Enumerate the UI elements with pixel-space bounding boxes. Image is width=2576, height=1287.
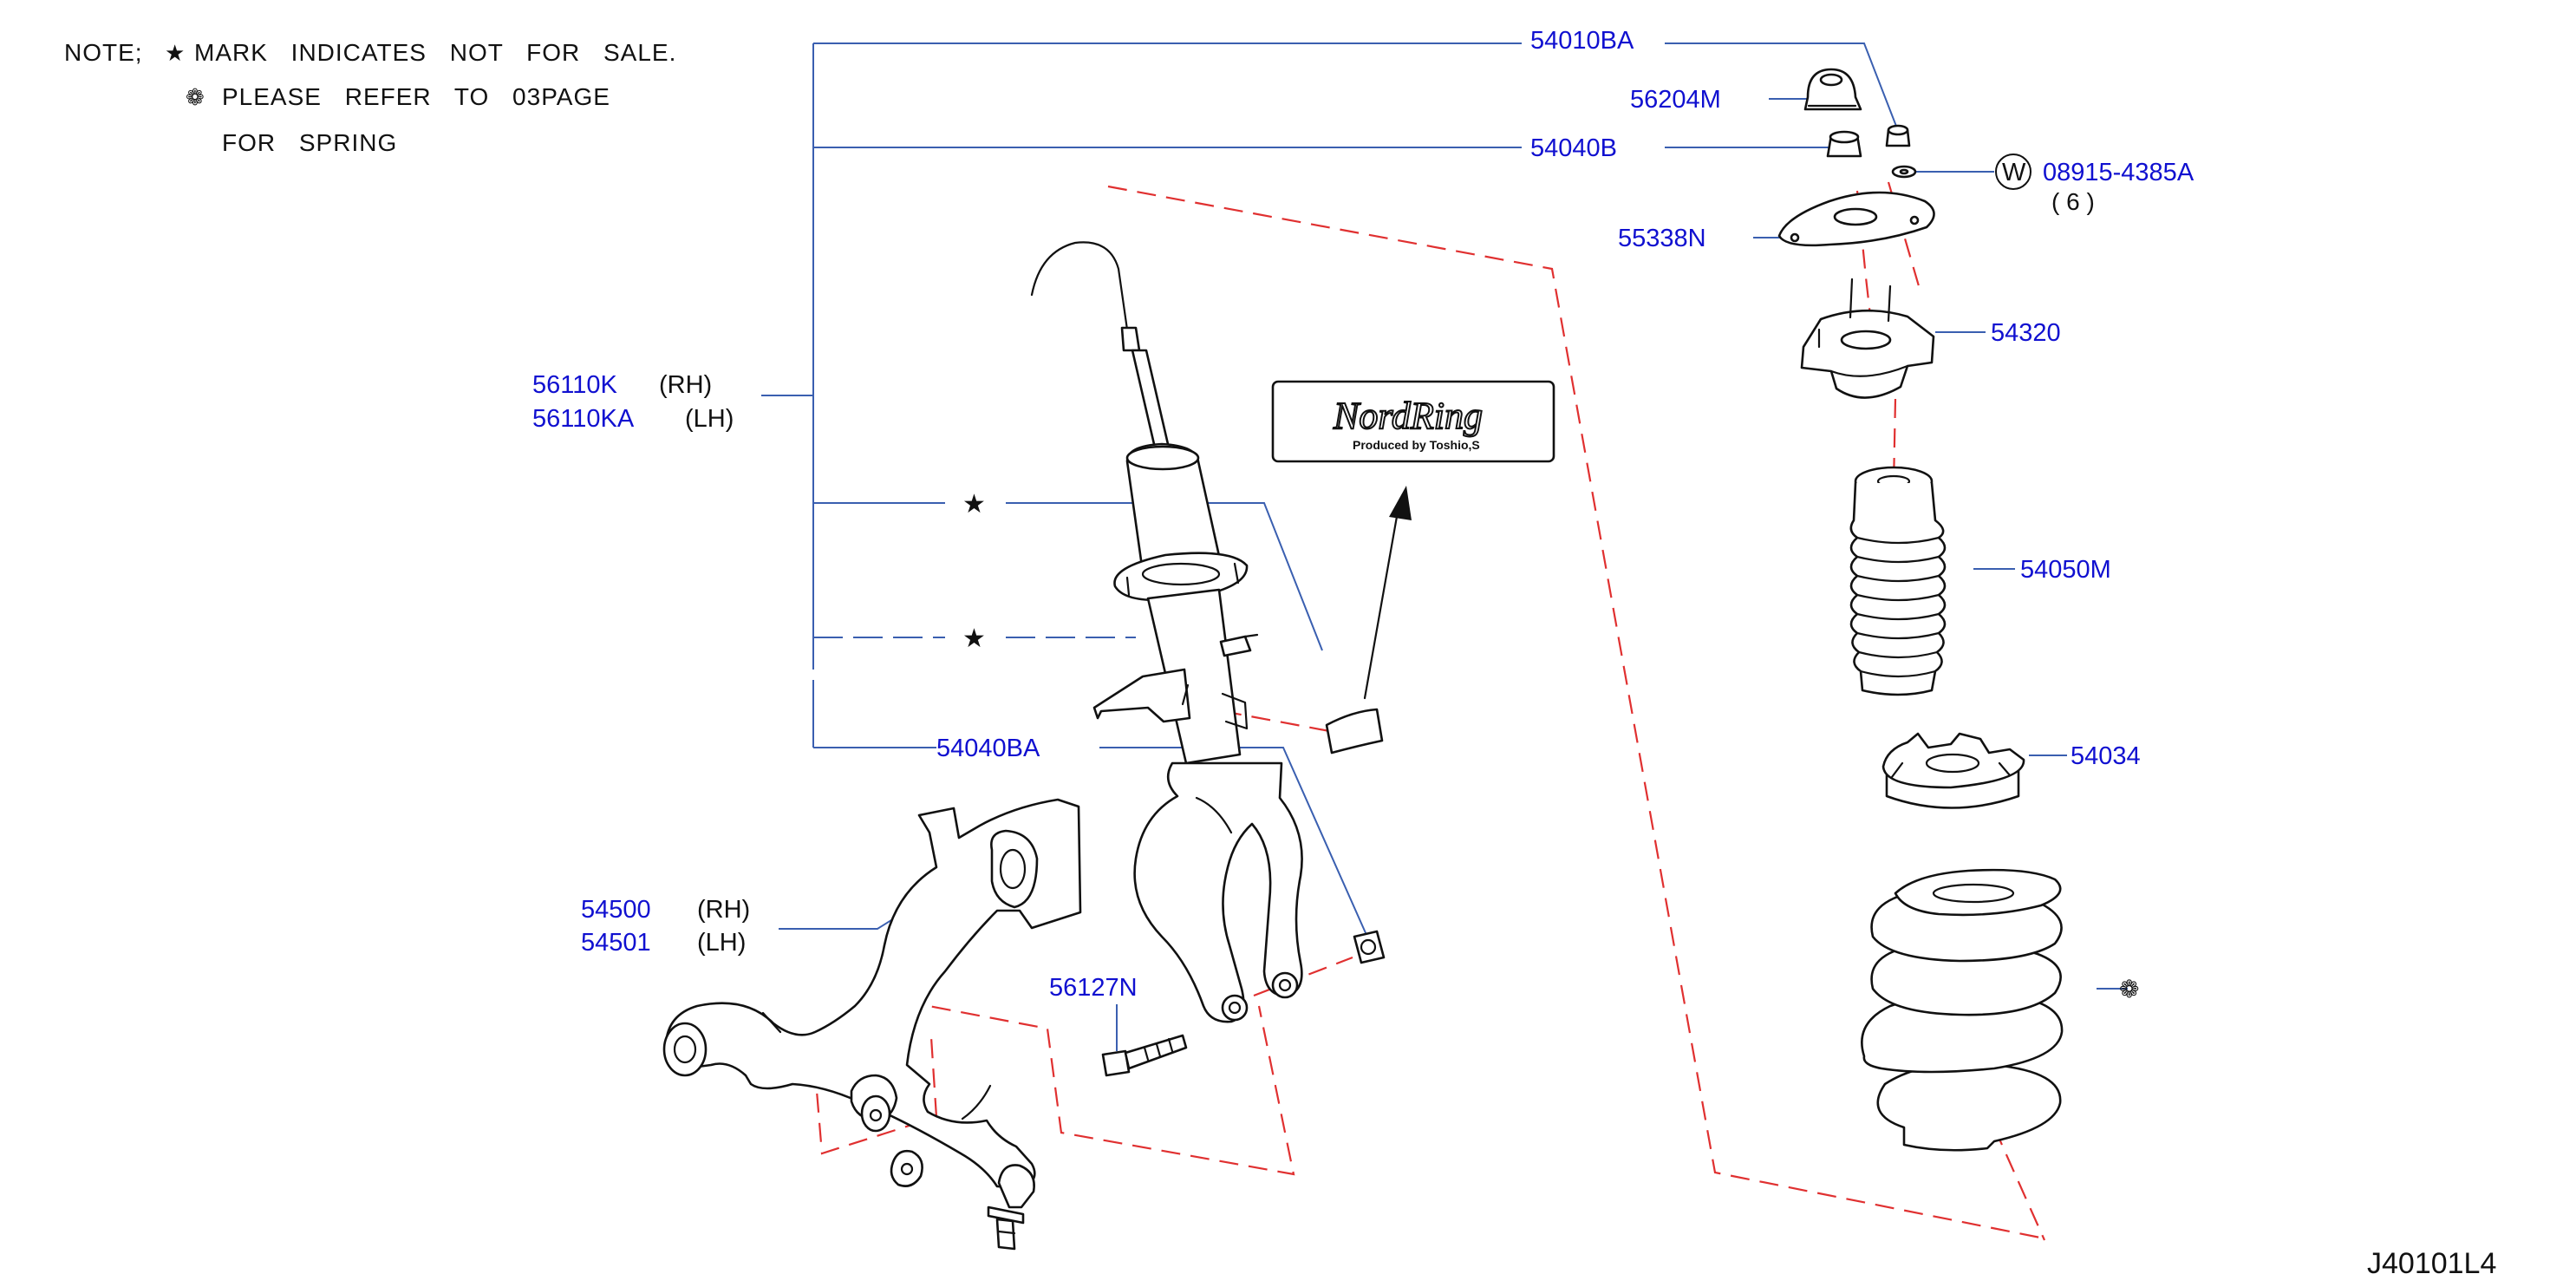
part-coil-spring [1861, 868, 2064, 1152]
leader-lines [761, 42, 2128, 1051]
part-56204M-cap [1803, 68, 1862, 111]
label-54320: 54320 [1991, 319, 2061, 347]
star-marker-lower: ★ [962, 624, 986, 654]
label-54010BA: 54010BA [1530, 27, 1634, 55]
part-54500-control-arm [662, 798, 1082, 1251]
part-labels: 54010BA 56204M 54040B W 08915-4385A ( 6 … [532, 27, 2194, 1003]
label-54040B: 54040B [1530, 134, 1617, 162]
note-line3: FOR SPRING [222, 129, 397, 156]
label-54034: 54034 [2071, 742, 2141, 770]
label-56127N: 56127N [1049, 974, 1138, 1002]
label-56110K: 56110K [532, 371, 617, 399]
label-56110KA: 56110KA [532, 405, 635, 433]
note-line2: PLEASE REFER TO 03PAGE [222, 83, 610, 110]
logo-sub-text: Produced by Toshio,S [1353, 438, 1480, 452]
logo-main-text: NordRing [1333, 395, 1483, 437]
label-54500: 54500 [581, 896, 651, 924]
part-54040B-nut [1826, 130, 1862, 158]
part-54040BA-nut [1353, 930, 1386, 964]
label-54040BA: 54040BA [936, 735, 1040, 762]
part-knuckle [1133, 761, 1303, 1023]
label-55338N: 55338N [1618, 225, 1706, 252]
arrow-to-logo [1325, 486, 1412, 755]
label-08915-4385A: 08915-4385A [2043, 159, 2194, 186]
logo-box: NordRing Produced by Toshio,S [1271, 380, 1555, 463]
label-54050M: 54050M [2020, 556, 2111, 584]
part-55338N-plate [1777, 191, 1935, 247]
label-08915-qty: ( 6 ) [2051, 188, 2095, 215]
figure-reference: J40101L4 [2367, 1247, 2496, 1280]
note-spring-symbol: ❁ [186, 85, 205, 111]
part-54050M-bellows [1849, 466, 1947, 696]
label-54500-side: (RH) [697, 896, 750, 924]
note-star-symbol: ★ [165, 41, 185, 67]
label-56204M: 56204M [1630, 86, 1721, 114]
part-54320-mount [1800, 278, 1935, 399]
part-56127N-bolt [1101, 1034, 1188, 1077]
part-56110K-strut [1030, 241, 1259, 765]
note-prefix: NOTE; [64, 39, 143, 66]
star-marker-upper: ★ [962, 489, 986, 519]
note-line1: MARK INDICATES NOT FOR SALE. [194, 39, 676, 66]
part-54034-seat [1881, 732, 2025, 809]
label-56110KA-side: (LH) [685, 405, 734, 433]
marker-w-letter: W [2002, 159, 2026, 186]
spring-refer-marker: ❁ [2119, 975, 2139, 1003]
marker-w-circle [1995, 154, 2031, 190]
label-54501-side: (LH) [697, 929, 746, 957]
part-08915-washer [1891, 165, 1917, 179]
label-56110K-side: (RH) [659, 371, 712, 399]
notes-block: NOTE; ★ MARK INDICATES NOT FOR SALE. ❁ P… [64, 39, 676, 156]
label-54501: 54501 [581, 929, 651, 957]
part-54010BA-nut [1885, 124, 1911, 147]
